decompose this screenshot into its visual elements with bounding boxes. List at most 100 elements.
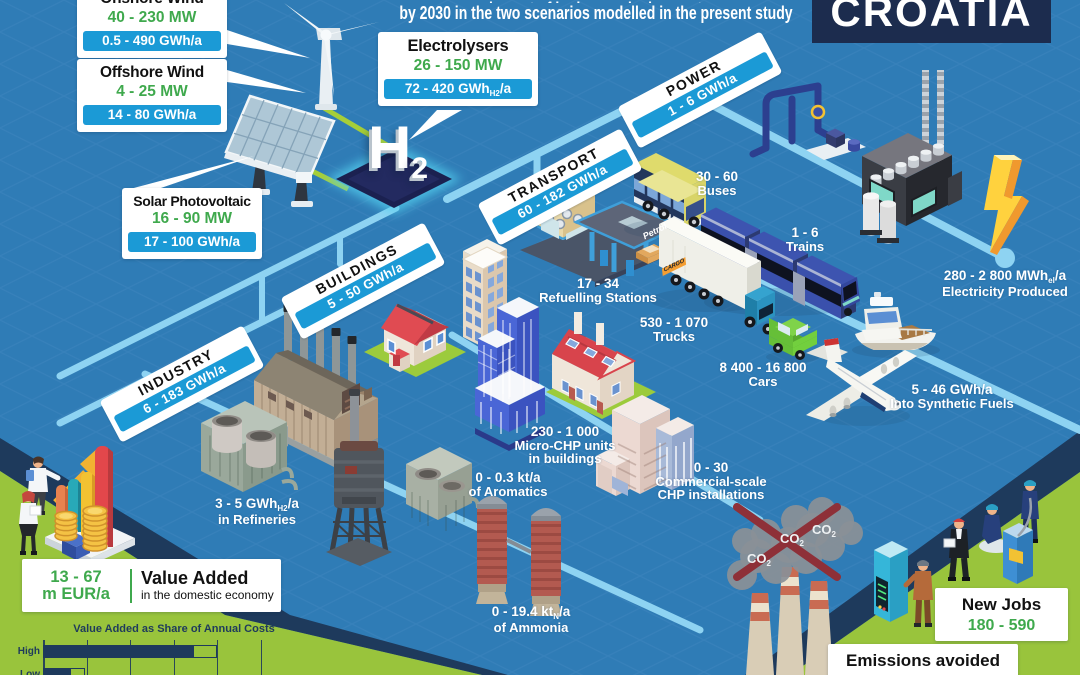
airplane [806,338,917,426]
annotations-electricity-line1-prefix-text: 280 - 2 800 MWh [943,268,1049,283]
chart-gridline [260,640,262,675]
callouts-electrolysers-pill-sub-text: H2 [489,89,500,98]
country-badge: CROATIA [812,0,1051,43]
callout-offshore-wind: Offshore Wind 4 - 25 MW 14 - 80 GWh/a [77,59,227,132]
offshore-wind-energy-pill: 14 - 80 GWh/a [83,105,221,125]
annotations-aromatics-line2-text: of Aromatics [468,483,548,499]
value-added-title: Value Added [141,567,249,588]
cargo-truck [650,217,775,335]
solar-capacity: 16 - 90 MW [151,210,233,227]
annotations-refuelling-line1-text: 17 - 34 [576,276,620,291]
townhouses [546,312,656,419]
annotations-microchp-line2-text: Micro-CHP units [514,437,616,453]
offshore-wind-capacity: 4 - 25 MW [116,83,188,100]
annotations-commchp-line3-text: CHP installations [657,487,765,502]
value-added-range-text: 13 - 67 [50,567,102,586]
h2-platform [326,144,462,214]
people-discussing [19,456,61,555]
annotations-refineries-line2-text: in Refineries [217,511,297,527]
annotations-trucks-line2-text: Trucks [653,328,695,344]
annotations-microchp-line3-text: in buildings [528,451,602,466]
new-jobs-range: 180 - 590 [967,617,1036,634]
ammonia-reactors [476,496,562,616]
chart-bar-outline-high [193,645,217,658]
onshore-wind-title: Onshore Wind [83,0,221,8]
lightning-bolt [984,155,1029,255]
title-line2: by 2030 in the two scenarios modelled in… [399,3,793,23]
power-pipes-rig [749,82,866,160]
solar-panel [224,94,336,207]
red-house [364,303,466,377]
annotations-electricity-line1-sub-text: el [1048,276,1055,285]
chart-gridline [217,640,218,675]
signs-co2-prefix-text: CO [780,531,800,546]
callout-onshore-wind: Onshore Wind 40 - 230 MW 0.5 - 490 GWh/a [77,0,227,58]
power-generator [860,70,962,244]
refinery-unit [201,401,298,492]
h2-hub-sign: H2 [358,108,438,199]
annotations-trains-line2-text: Trains [785,238,825,254]
chart-category-label: Low [20,669,40,675]
chart-bar-low [43,668,70,675]
annotations-ammonia-line1-sub-text: N [553,612,560,621]
signs-co2-sub-text: 2 [766,559,771,568]
signs-h2-sub-text: 2 [411,152,429,185]
chart-title: Value Added as Share of Annual Costs [73,623,275,635]
co2-mark-1: CO2 [747,551,771,568]
offshore-wind-title: Offshore Wind [99,64,205,81]
new-jobs-box: New Jobs 180 - 590 [935,588,1068,641]
annotations-buses-line1-text: 30 - 60 [695,169,739,184]
chart-bar-high [43,645,194,658]
annotations-refuelling-line2-text: Refuelling Stations [539,289,657,305]
onshore-wind-energy-pill: 0.5 - 490 GWh/a [83,31,221,51]
annotations-synfuels-line2-text: Into Synthetic Fuels [890,395,1014,411]
annotations-synfuels-line1-text: 5 - 46 GWh/a [911,382,993,397]
chart-bar-outline-low [69,668,86,675]
annotation-ammonia: 0 - 19.4 ktN/a of Ammonia [492,605,571,634]
ship [852,292,940,358]
annotations-cars-line2-text: Cars [748,373,778,389]
annotations-ammonia-line1-prefix-text: 0 - 19.4 kt [491,604,554,619]
co2-mark-3: CO2 [812,522,836,539]
emissions-avoided-box: Emissions avoided [828,644,1018,675]
annotations-cars-line1-text: 8 400 - 16 800 [719,360,807,375]
annotations-trucks-line1-text: 530 - 1 070 [639,315,709,330]
value-added-unit-text: m EUR/a [42,584,110,603]
callout-electrolysers: Electrolysers 26 - 150 MW 72 - 420 GWhH2… [378,32,538,106]
solar-title: Solar Photovoltaic [133,193,251,209]
car [766,318,820,363]
smokestacks-crossed [727,497,863,675]
signs-co2-prefix-text: CO [747,551,767,566]
onshore-wind-capacity: 40 - 230 MW [107,9,197,26]
new-jobs-title: New Jobs [961,595,1042,614]
callout-solar-photovoltaic: Solar Photovoltaic 16 - 90 MW 17 - 100 G… [122,188,262,259]
distillation-tower [326,389,392,566]
emissions-avoided-title: Emissions avoided [846,651,1000,670]
electrolysers-capacity: 26 - 150 MW [413,57,503,74]
annotations-electricity-line2-text: Electricity Produced [942,283,1068,299]
annotations-ammonia-line2-text: of Ammonia [493,619,569,635]
callouts-electrolysers-pill-prefix-text: 72 - 420 GWh [404,81,490,96]
solar-energy-pill: 17 - 100 GWh/a [128,232,256,252]
blue-glass-buildings [475,297,545,451]
value-added-subtitle: in the domestic economy [141,587,274,602]
annotations-refineries-line1-sub-text: H2 [277,504,288,513]
annotations-ammonia-line1-suffix-text: /a [559,604,571,619]
annotations-microchp-line1-text: 230 - 1 000 [530,424,600,439]
title-line1-cropped: impact of hydrogen deployment [326,0,866,3]
commercial-chp-building [596,395,694,496]
annotation-refineries: 3 - 5 GWhH2/a in Refineries [215,497,299,526]
value-added-divider [130,568,132,603]
signs-co2-sub-text: 2 [799,539,804,548]
